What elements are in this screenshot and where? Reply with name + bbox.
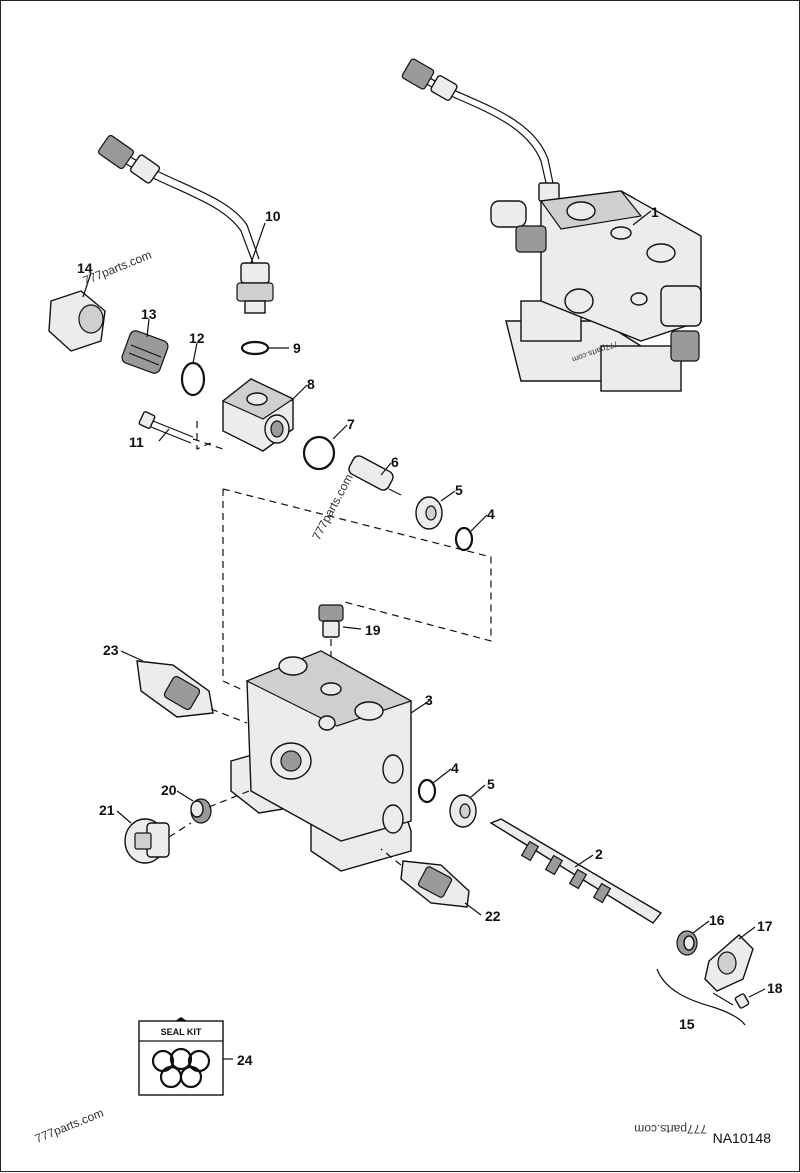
part-9-o-ring bbox=[240, 340, 270, 356]
part-17-cover-plate bbox=[704, 934, 754, 992]
assembly-dashline-left bbox=[222, 489, 246, 692]
drawing-code: NA10148 bbox=[713, 1130, 772, 1146]
part-4-o-ring-upper bbox=[454, 526, 474, 552]
callout-3: 3 bbox=[425, 692, 433, 708]
callout-21: 21 bbox=[99, 802, 115, 818]
part-18-bolt bbox=[712, 992, 750, 1009]
watermark-bottom-right: 777parts.com bbox=[634, 1122, 707, 1136]
callout-22: 22 bbox=[485, 908, 501, 924]
callout-18: 18 bbox=[767, 980, 783, 996]
part-20-spacer bbox=[190, 790, 250, 824]
callout-5-lower: 5 bbox=[487, 776, 495, 792]
watermark-middle: 777parts.com bbox=[309, 472, 355, 543]
part-5-washer-upper bbox=[415, 496, 443, 530]
part-2-spool bbox=[489, 818, 663, 924]
part-21-plug bbox=[124, 818, 192, 864]
callout-4-upper: 4 bbox=[487, 506, 495, 522]
callout-20: 20 bbox=[161, 782, 177, 798]
assembly-dashline-upper bbox=[222, 488, 492, 642]
part-19-fitting bbox=[318, 604, 344, 681]
callout-15: 15 bbox=[679, 1016, 695, 1032]
leader-lines bbox=[82, 210, 766, 1060]
callout-8: 8 bbox=[307, 376, 315, 392]
callout-6: 6 bbox=[391, 454, 399, 470]
watermark-bottom-left: 777parts.com bbox=[33, 1106, 106, 1146]
part-7-o-ring bbox=[302, 435, 336, 471]
callout-1: 1 bbox=[651, 204, 659, 220]
assembly-dashline-bolt bbox=[196, 421, 216, 450]
part-14-nut bbox=[48, 290, 106, 352]
part-6-plunger bbox=[348, 455, 402, 496]
callout-10: 10 bbox=[265, 208, 281, 224]
part-4-o-ring-lower bbox=[417, 778, 437, 804]
bracket-15 bbox=[656, 968, 746, 1026]
callout-4-lower: 4 bbox=[451, 760, 459, 776]
part-5-washer-lower bbox=[449, 794, 477, 828]
part-3-valve-body bbox=[230, 650, 413, 872]
callout-5-upper: 5 bbox=[455, 482, 463, 498]
part-1-valve-assembly bbox=[401, 58, 702, 392]
part-10-sensor-harness bbox=[97, 134, 274, 314]
callout-14: 14 bbox=[77, 260, 93, 276]
callout-7: 7 bbox=[347, 416, 355, 432]
callout-13: 13 bbox=[141, 306, 157, 322]
part-13-cartridge bbox=[121, 330, 169, 374]
callout-23: 23 bbox=[103, 642, 119, 658]
callout-16: 16 bbox=[709, 912, 725, 928]
callout-11: 11 bbox=[129, 434, 144, 450]
callout-17: 17 bbox=[757, 918, 773, 934]
part-8-adapter-block bbox=[221, 378, 295, 452]
part-22-relief-valve bbox=[380, 848, 470, 908]
callout-19: 19 bbox=[365, 622, 381, 638]
part-16-seal bbox=[676, 930, 698, 956]
callout-12: 12 bbox=[189, 330, 205, 346]
callout-9: 9 bbox=[293, 340, 301, 356]
callout-2: 2 bbox=[595, 846, 603, 862]
callouts: 1 10 14 13 12 9 8 11 7 6 5 4 19 23 3 4 5… bbox=[77, 204, 783, 1068]
seal-kit-box: SEAL KIT bbox=[138, 1017, 224, 1096]
part-12-o-ring bbox=[180, 361, 206, 397]
callout-24: 24 bbox=[237, 1052, 253, 1068]
seal-kit-label: SEAL KIT bbox=[161, 1027, 202, 1037]
part-23-relief-valve bbox=[136, 660, 248, 724]
